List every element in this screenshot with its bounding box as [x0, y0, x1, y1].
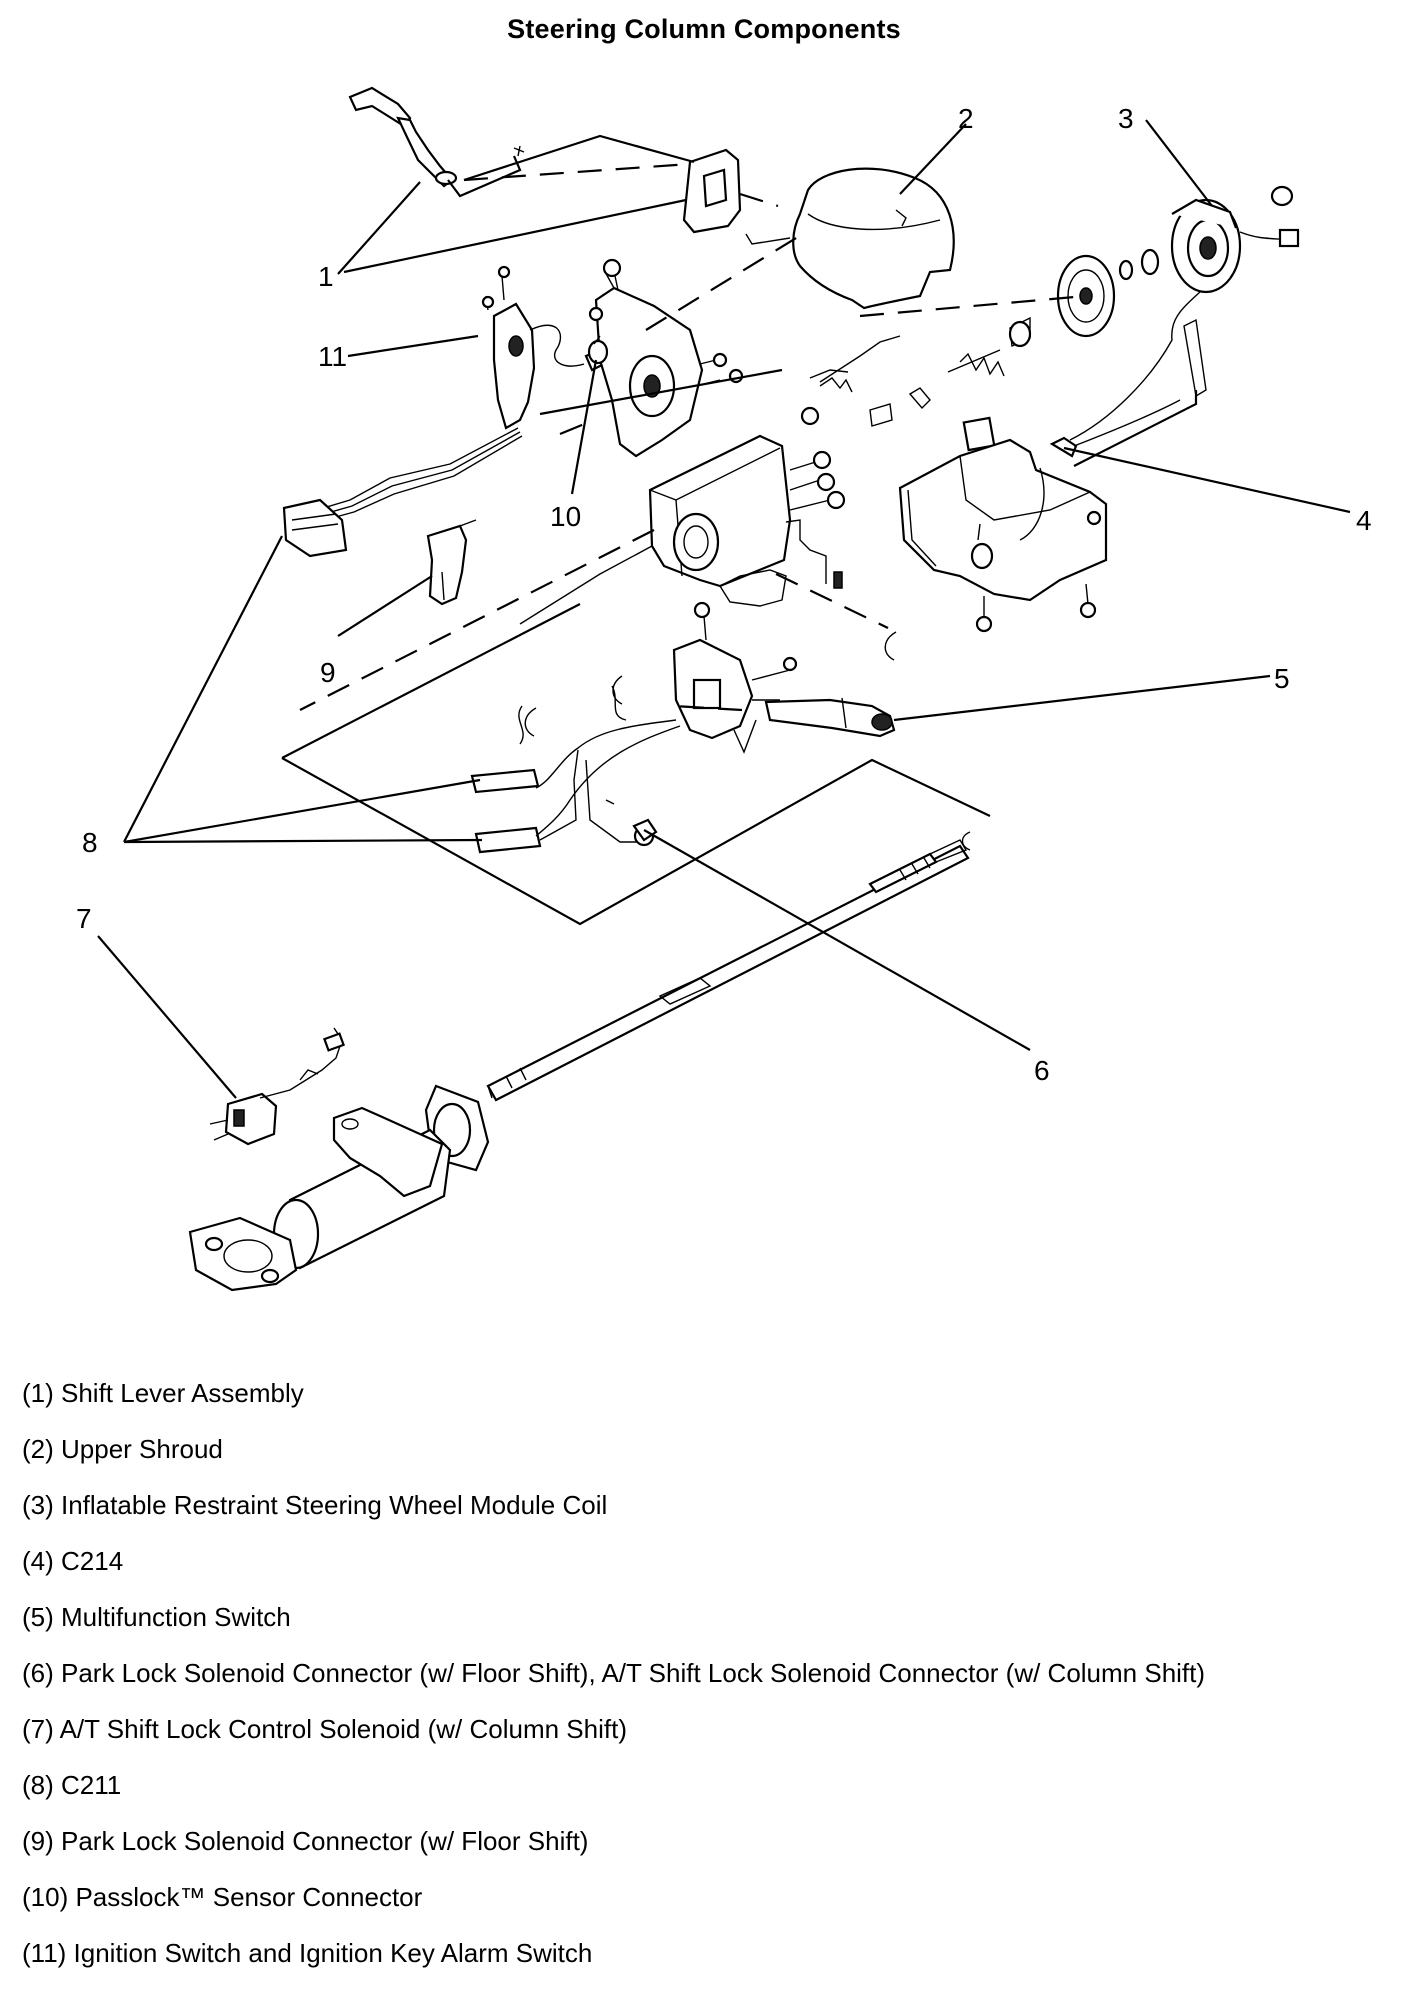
legend-item-11: (11) Ignition Switch and Ignition Key Al…	[22, 1938, 593, 1968]
callout-6: 6	[1034, 1055, 1050, 1086]
assembly-paths	[299, 162, 1087, 712]
callout-4: 4	[1356, 505, 1372, 536]
legend-item-7: (7) A/T Shift Lock Control Solenoid (w/ …	[22, 1714, 627, 1744]
legend-item-5: (5) Multifunction Switch	[22, 1602, 291, 1632]
callout-3: 3	[1118, 103, 1134, 134]
legend-item-10: (10) Passlock™ Sensor Connector	[22, 1882, 423, 1912]
legend-item-3: (3) Inflatable Restraint Steering Wheel …	[22, 1490, 608, 1520]
legend-item-1: (1) Shift Lever Assembly	[22, 1378, 304, 1408]
legend-item-2: (2) Upper Shroud	[22, 1434, 223, 1464]
legend-item-6: (6) Park Lock Solenoid Connector (w/ Flo…	[22, 1658, 1206, 1688]
ignition-switch-assembly	[282, 265, 606, 558]
callout-9: 9	[320, 657, 336, 688]
callout-8: 8	[82, 827, 98, 858]
lock-housing	[588, 258, 744, 458]
inflatable-restraint-coil	[1069, 185, 1300, 441]
upper-shroud	[745, 167, 955, 310]
c211-harness	[470, 719, 681, 854]
column-housing	[519, 406, 846, 625]
retaining-clips	[524, 631, 971, 851]
exploded-view-diagram: 1 2 3 4 5 6 7 8 9 10 11	[76, 86, 1372, 1292]
column-jacket	[188, 1084, 490, 1292]
legend-item-4: (4) C214	[22, 1546, 124, 1576]
park-lock-solenoid-connector-9	[426, 519, 477, 606]
lock-plate-and-springs	[809, 254, 1207, 452]
callout-2: 2	[958, 103, 974, 134]
parts-legend: (1) Shift Lever Assembly (2) Upper Shrou…	[22, 1378, 1205, 1994]
legend-item-8: (8) C211	[22, 1770, 122, 1800]
shift-lock-control-solenoid	[209, 1027, 345, 1146]
diagram-title: Steering Column Components	[507, 14, 901, 44]
callout-1: 1	[318, 261, 334, 292]
leader-lines	[97, 119, 1351, 1099]
callout-10: 10	[550, 501, 581, 532]
callout-5: 5	[1274, 663, 1290, 694]
multifunction-switch	[518, 601, 896, 754]
callout-labels: 1 2 3 4 5 6 7 8 9 10 11	[76, 103, 1372, 1086]
callout-11: 11	[318, 341, 347, 372]
shift-lever-assembly	[348, 86, 742, 234]
callout-7: 7	[76, 903, 92, 934]
passlock-sensor-connector	[587, 335, 609, 365]
lower-shroud	[898, 390, 1198, 633]
legend-item-9: (9) Park Lock Solenoid Connector (w/ Flo…	[22, 1826, 589, 1856]
steering-shaft	[486, 839, 970, 1102]
